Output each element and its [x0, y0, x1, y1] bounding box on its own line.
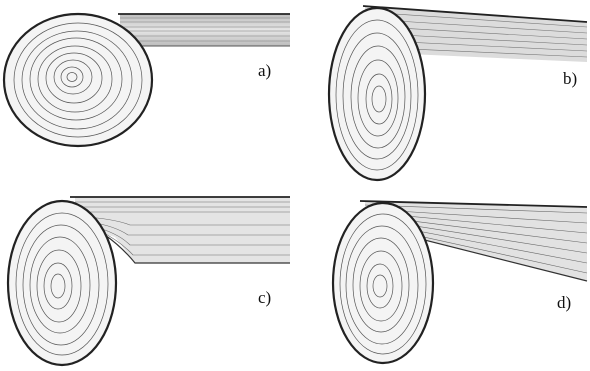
- panel-label-d: d): [557, 294, 571, 311]
- panel-c-figure: [0, 185, 295, 371]
- panel-c: c): [0, 185, 295, 371]
- panel-label-a: a): [258, 62, 271, 79]
- panel-label-b: b): [563, 70, 577, 87]
- panel-d-figure: [295, 185, 590, 371]
- panel-b: b): [295, 0, 590, 185]
- panel-a-figure: [0, 0, 295, 185]
- panel-b-figure: [295, 0, 590, 185]
- vortex-chamber: [4, 14, 152, 146]
- panel-a: a): [0, 0, 295, 185]
- vortex-chamber: [329, 8, 425, 180]
- panel-d: d): [295, 185, 590, 371]
- panel-label-c: c): [258, 289, 271, 306]
- vortex-chamber: [8, 201, 116, 365]
